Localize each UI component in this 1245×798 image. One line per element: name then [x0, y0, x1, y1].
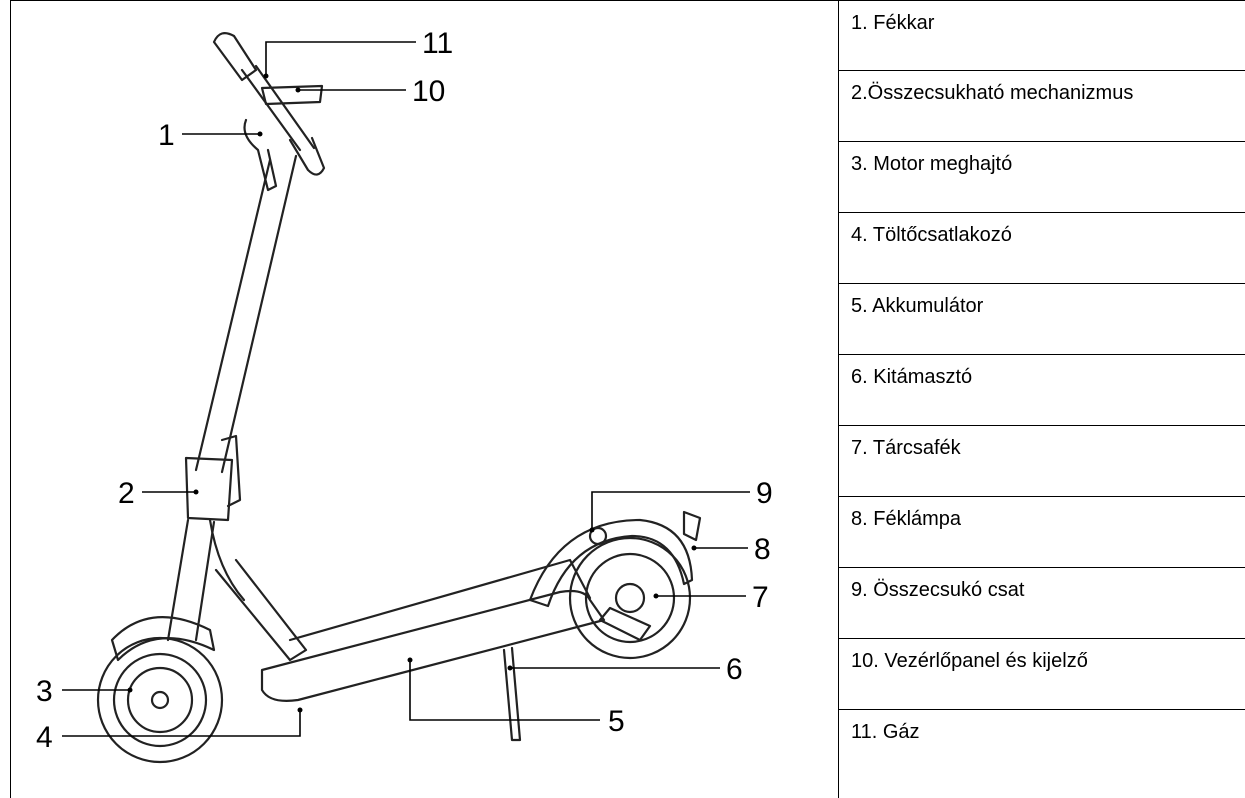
column-divider — [838, 0, 839, 798]
top-border — [10, 0, 1245, 1]
stem — [194, 154, 298, 474]
legend-item: 7. Tárcsafék — [851, 437, 961, 459]
brake-lever — [243, 118, 278, 192]
legend-item: 9. Összecsukó csat — [851, 579, 1025, 601]
legend-row: 1. Fékkar — [838, 0, 1245, 70]
legend-item: 11. Gáz — [851, 721, 920, 743]
legend-divider — [838, 354, 1245, 355]
legend-divider — [838, 141, 1245, 142]
callout-2: 2 — [118, 477, 135, 510]
handlebar-left-grip — [212, 31, 258, 82]
front-fork — [166, 518, 216, 642]
scooter-diagram: 1 2 3 4 5 6 7 8 9 10 11 — [36, 27, 773, 764]
legend-row: 6. Kitámasztó — [838, 354, 1245, 424]
legend-item: 5. Akkumulátor — [851, 295, 984, 317]
legend-divider — [838, 496, 1245, 497]
legend-item: 1. Fékkar — [851, 12, 935, 34]
legend-divider — [838, 425, 1245, 426]
callout-6: 6 — [726, 653, 743, 686]
folding-mechanism — [184, 456, 234, 522]
legend-divider — [838, 70, 1245, 71]
legend-divider — [838, 709, 1245, 710]
legend-row: 4. Töltőcsatlakozó — [838, 212, 1245, 282]
legend-divider — [838, 638, 1245, 639]
legend-item: 6. Kitámasztó — [851, 366, 973, 388]
front-wheel — [96, 636, 224, 764]
brake-light — [682, 510, 702, 542]
legend-row: 3. Motor meghajtó — [838, 141, 1245, 211]
callout-11: 11 — [422, 27, 453, 60]
legend-divider — [838, 283, 1245, 284]
legend-item: 4. Töltőcsatlakozó — [851, 224, 1012, 246]
callout-1: 1 — [158, 119, 175, 152]
disc-brake — [598, 606, 652, 642]
callout-5: 5 — [608, 705, 625, 738]
legend-row: 5. Akkumulátor — [838, 283, 1245, 353]
rear-wheel — [568, 536, 692, 660]
folding-lever — [220, 434, 242, 508]
callout-8: 8 — [754, 533, 771, 566]
handlebar-right-grip — [288, 136, 326, 176]
front-fender — [110, 616, 216, 662]
legend-row: 7. Tárcsafék — [838, 425, 1245, 495]
legend-item: 2.Összecsukható mechanizmus — [851, 82, 1134, 104]
legend-item: 8. Féklámpa — [851, 508, 962, 530]
legend-row: 2.Összecsukható mechanizmus — [838, 70, 1245, 140]
kickstand — [502, 646, 522, 742]
callout-9: 9 — [756, 477, 773, 510]
legend-divider — [838, 567, 1245, 568]
control-panel — [260, 84, 324, 106]
deck — [260, 589, 606, 702]
neck — [214, 558, 308, 662]
callout-4: 4 — [36, 721, 53, 754]
legend-row: 10. Vezérlőpanel és kijelző — [838, 638, 1245, 708]
callout-3: 3 — [36, 675, 53, 708]
legend-item: 3. Motor meghajtó — [851, 153, 1013, 175]
legend-item: 10. Vezérlőpanel és kijelző — [851, 650, 1088, 672]
handlebar — [240, 64, 316, 152]
legend-table: 1. Fékkar 2.Összecsukható mechanizmus 3.… — [838, 0, 1245, 798]
legend-row: 8. Féklámpa — [838, 496, 1245, 566]
scooter-illustration: 1 2 3 4 5 6 7 8 9 10 11 — [36, 27, 773, 764]
cable — [208, 518, 246, 602]
legend-divider — [838, 212, 1245, 213]
legend-row: 11. Gáz — [838, 709, 1245, 779]
callout-10: 10 — [412, 75, 445, 108]
left-border — [10, 0, 11, 798]
callout-7: 7 — [752, 581, 769, 614]
legend-row: 9. Összecsukó csat — [838, 567, 1245, 637]
